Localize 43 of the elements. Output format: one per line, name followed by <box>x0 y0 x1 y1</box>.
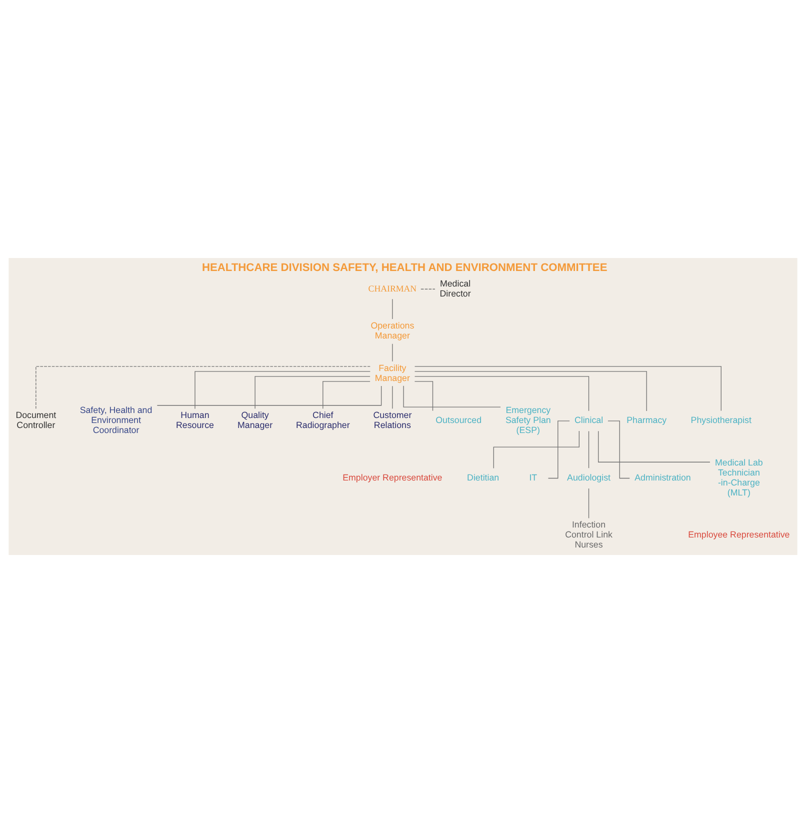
connector <box>598 430 710 462</box>
node-text: Medical Lab Technician -in-Charge (MLT) <box>715 457 763 498</box>
connector <box>392 298 393 320</box>
connector <box>254 376 370 409</box>
node-text: Infection Control Link Nurses <box>565 520 612 550</box>
node-text: Outsourced <box>436 415 482 426</box>
connector <box>420 288 436 290</box>
node-text: Administration <box>634 472 691 482</box>
node-text: Medical Director <box>440 278 471 298</box>
node-text: Physiotherapist <box>690 415 752 426</box>
node-text: Quality Manager <box>238 410 273 430</box>
connector <box>414 371 647 412</box>
diagram-title: HEALTHCARE DIVISION SAFETY, HEALTH AND ENVIRONMENT COMMITTEE <box>202 262 608 274</box>
node-text: Document Controller <box>16 410 56 430</box>
node-text: Audiologist <box>567 472 610 482</box>
node-text: Facility Manager <box>374 362 410 383</box>
node-text: Human Resource <box>176 410 214 430</box>
connector <box>414 381 434 412</box>
label: Employer Representative <box>342 472 442 482</box>
node-text: CHAIRMAN <box>368 283 417 294</box>
connector <box>403 386 501 408</box>
node-text: Operations Manager <box>370 320 414 341</box>
node-text: Pharmacy <box>626 415 667 426</box>
connector <box>392 344 393 362</box>
node-text: Customer Relations <box>373 410 412 430</box>
node-text: Chief Radiographer <box>296 410 350 430</box>
label: Employee Representative <box>688 530 790 540</box>
connector <box>322 381 370 410</box>
connector <box>36 366 370 409</box>
connector <box>608 420 630 479</box>
connector <box>194 371 370 410</box>
node-text: Clinical <box>574 415 604 426</box>
node-text: Dietitian <box>467 472 500 482</box>
connector <box>414 366 722 412</box>
connector <box>156 386 382 406</box>
connector <box>414 376 590 412</box>
connector <box>493 430 580 469</box>
connector <box>588 488 590 519</box>
connector <box>392 386 393 409</box>
node-text: Emergency Safety Plan (ESP) <box>505 405 551 436</box>
node-text: IT <box>529 472 538 482</box>
connector <box>588 430 590 468</box>
node-text: Safety, Health and Environment Coordinator <box>80 405 152 436</box>
